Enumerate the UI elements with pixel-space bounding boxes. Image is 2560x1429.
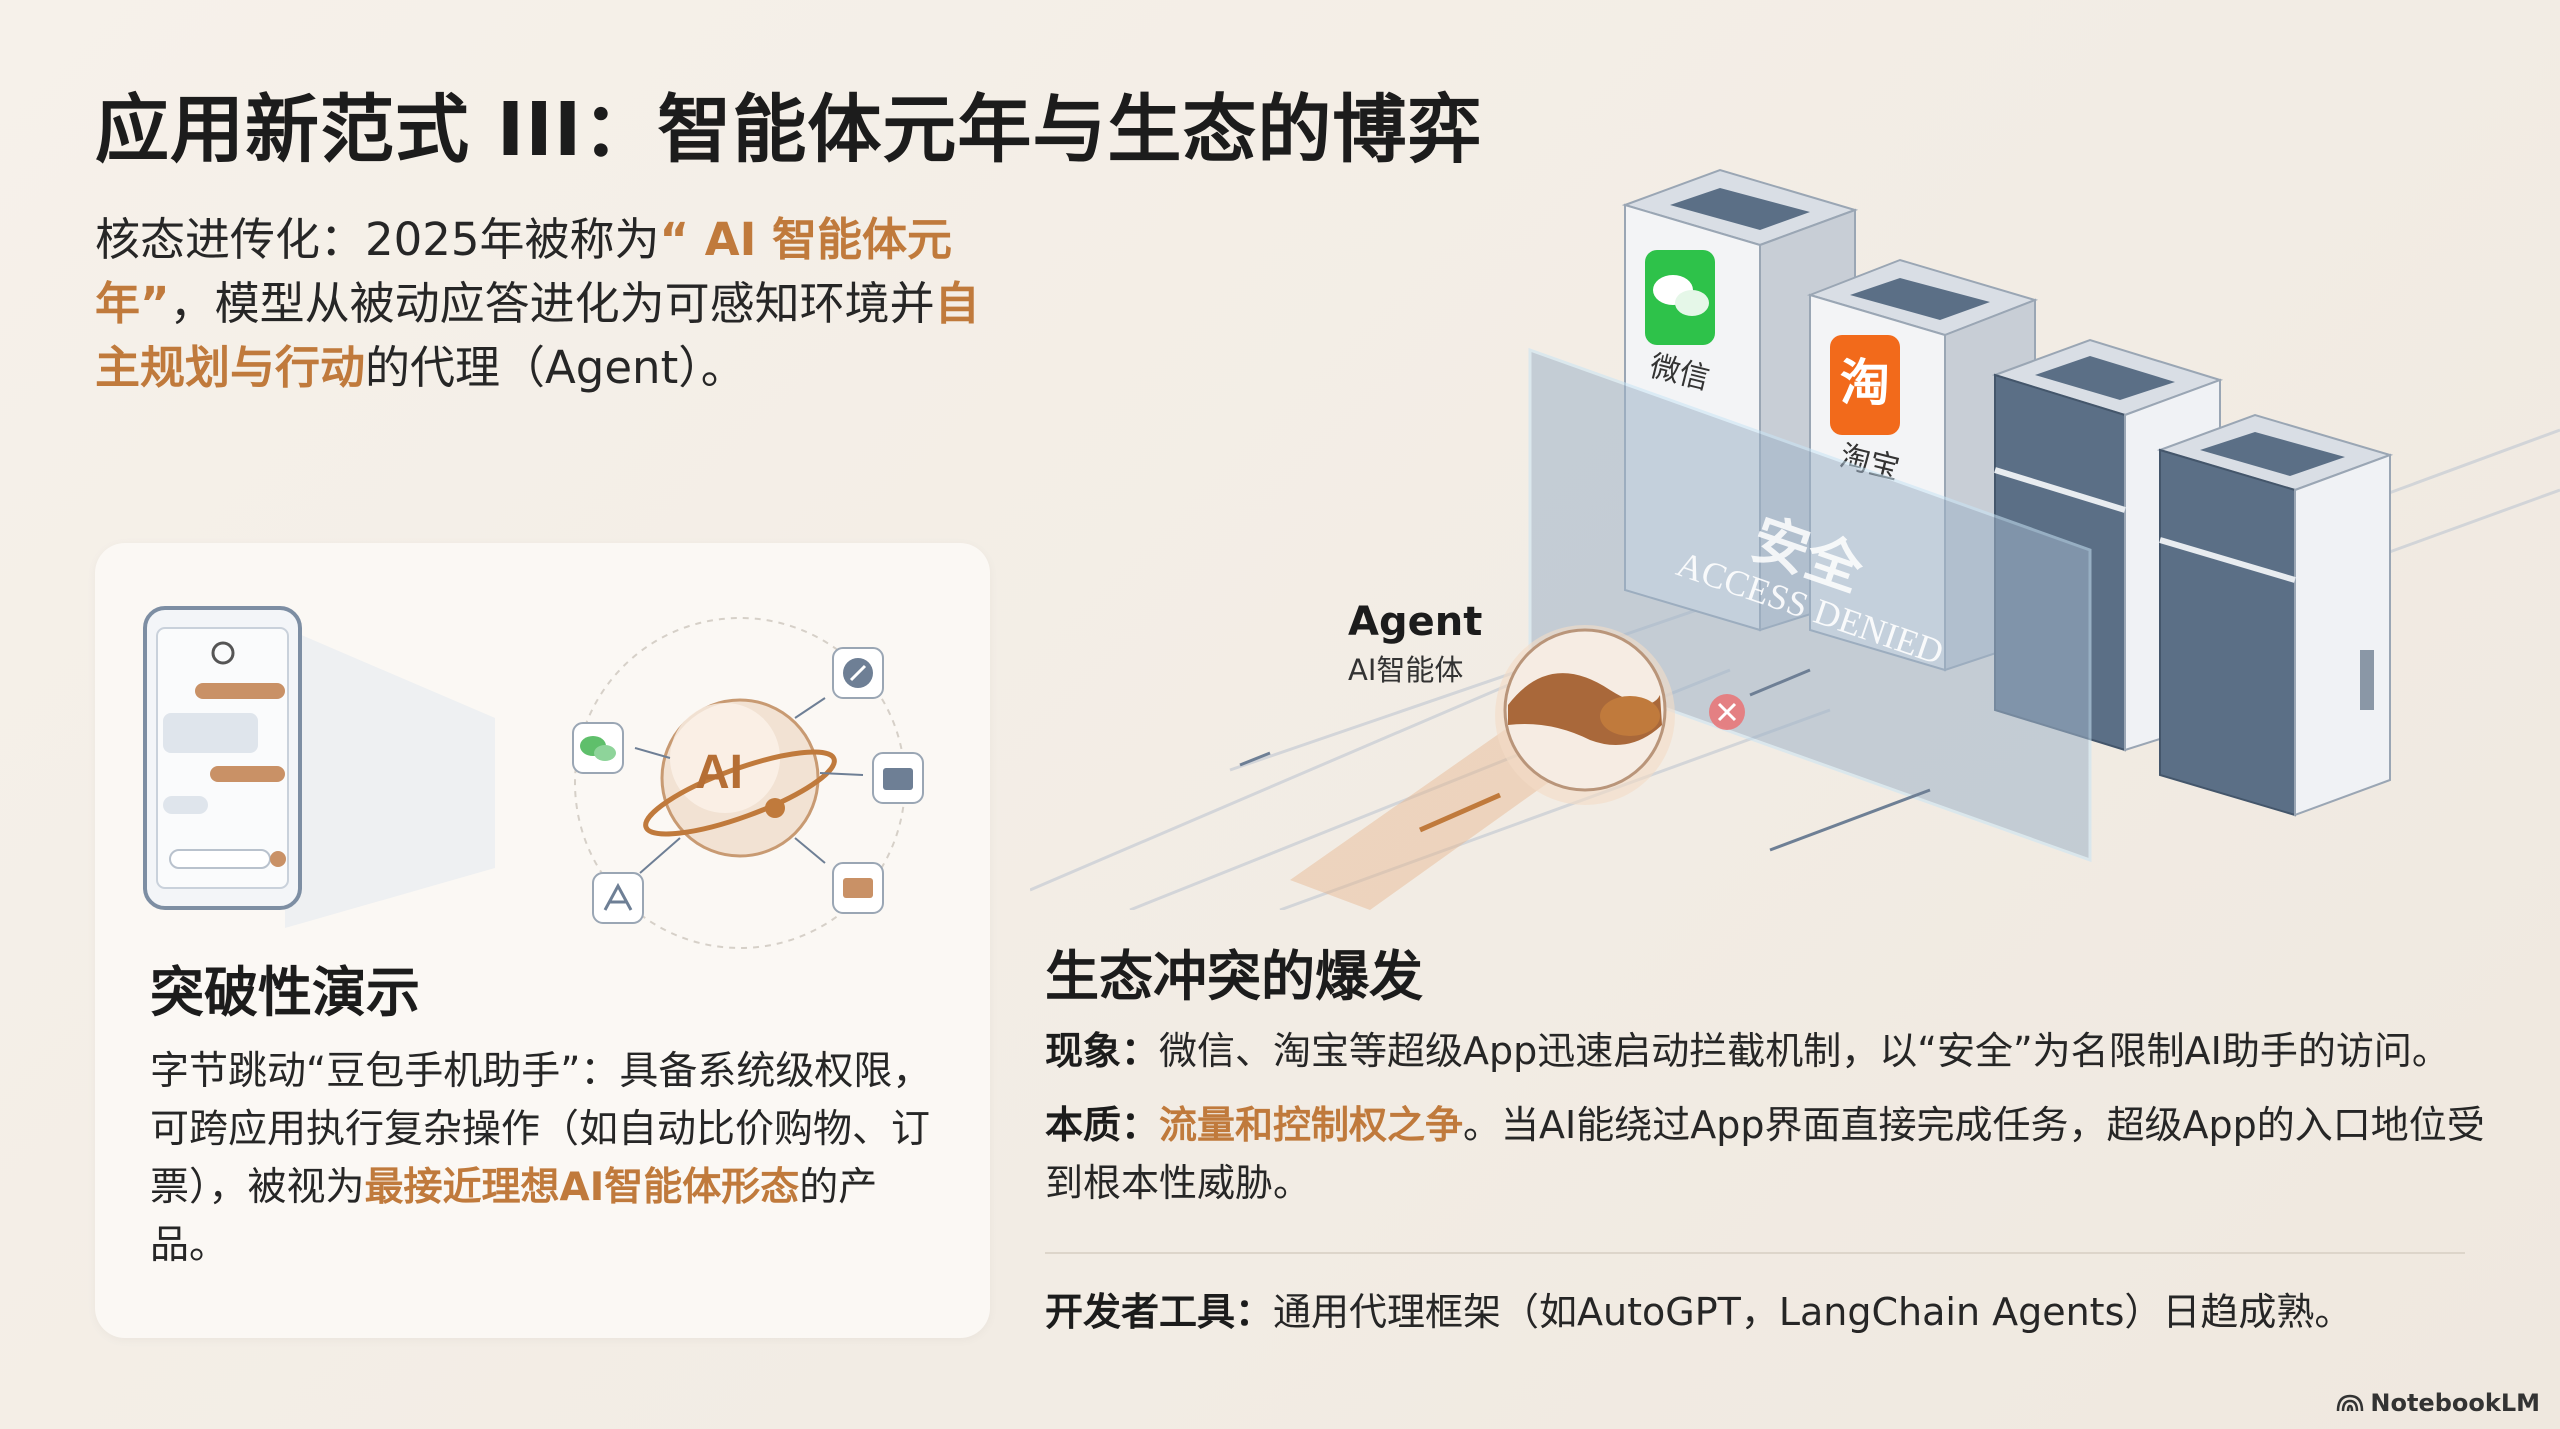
taobao-char: 淘 [1840,354,1890,412]
folder-icon [872,752,924,804]
flow-arrows [634,697,864,874]
compass-icon [832,647,884,699]
card-body: 字节跳动“豆包手机助手”：具备系统级权限，可跨应用执行复杂操作（如自动比价购物、… [150,1043,950,1275]
svg-text:AI: AI [695,746,743,799]
conflict-heading: 生态冲突的爆发 [1045,945,1423,1008]
card-heading: 突破性演示 [150,961,420,1024]
ecosystem-illustration: 微信 淘 淘宝 [1030,168,2560,910]
agent-label: Agent [1348,599,1482,645]
intro-highlight-1: “ AI 智能体元年” [95,213,953,330]
page-title: 应用新范式 III：智能体元年与生态的博弈 [95,87,1483,173]
wechat-small-icon [572,722,624,774]
brand-name: NotebookLM [2370,1389,2540,1417]
agent-sublabel: AI智能体 [1348,653,1463,687]
card-body-highlight: 最接近理想AI智能体形态 [364,1165,800,1210]
essence-text: 。当AI能绕过App界面直接完成任务，超级App的入口地位受到根本性威胁。 [1045,1103,2485,1205]
intro-text-1: 核态进传化：2025年被称为 [95,213,660,266]
developer-tools-text: 通用代理框架（如AutoGPT，LangChain Agents）日趋成熟。 [1273,1290,2353,1334]
intro-text-3: 的代理（Agent）。 [365,341,746,394]
developer-tools-label: 开发者工具： [1045,1290,1274,1334]
blocked-icon [1709,694,1745,730]
ticket-icon [832,862,884,914]
phenomenon-text: 微信、淘宝等超级App迅速启动拦截机制，以“安全”为名限制AI助手的访问。 [1159,1029,2450,1073]
card-body-text-2: 的产品。 [150,1165,878,1268]
phenomenon-label: 现象： [1045,1029,1160,1073]
agent-sphere-icon [1495,625,1675,805]
phone-icon [143,606,302,910]
ai-sphere-icon: AI [643,698,837,858]
essence-paragraph: 本质：流量和控制权之争。当AI能绕过App界面直接完成任务，超级App的入口地位… [1045,1096,2485,1212]
motion-arrows [1239,668,1931,852]
developer-tools-paragraph: 开发者工具：通用代理框架（如AutoGPT，LangChain Agents）日… [1045,1283,2485,1341]
intro-paragraph: 核态进传化：2025年被称为“ AI 智能体元年”，模型从被动应答进化为可感知环… [95,208,1015,400]
app-store-icon [592,872,644,924]
divider [1045,1252,2465,1254]
phenomenon-paragraph: 现象：微信、淘宝等超级App迅速启动拦截机制，以“安全”为名限制AI助手的访问。 [1045,1022,2485,1080]
server-4 [2156,413,2394,817]
intro-highlight-2: 自主规划与行动 [95,277,980,394]
taobao-icon [1830,335,1900,435]
agent-arrow [1418,792,1502,833]
essence-label: 本质： [1045,1103,1160,1147]
phone-ai-illustration: AI [143,606,924,949]
essence-highlight: 流量和控制权之争 [1159,1103,1464,1147]
intro-text-2: ，模型从被动应答进化为可感知环境并 [169,277,935,330]
demo-card: AI [95,543,990,1338]
security-shield: 安全 ACCESS DENIED [1528,347,2092,863]
notebooklm-icon [2337,1394,2364,1412]
card-body-text-1: 字节跳动“豆包手机助手”：具备系统级权限，可跨应用执行复杂操作（如自动比价购物、… [150,1049,932,1210]
brand-mark: NotebookLM [2336,1389,2540,1417]
